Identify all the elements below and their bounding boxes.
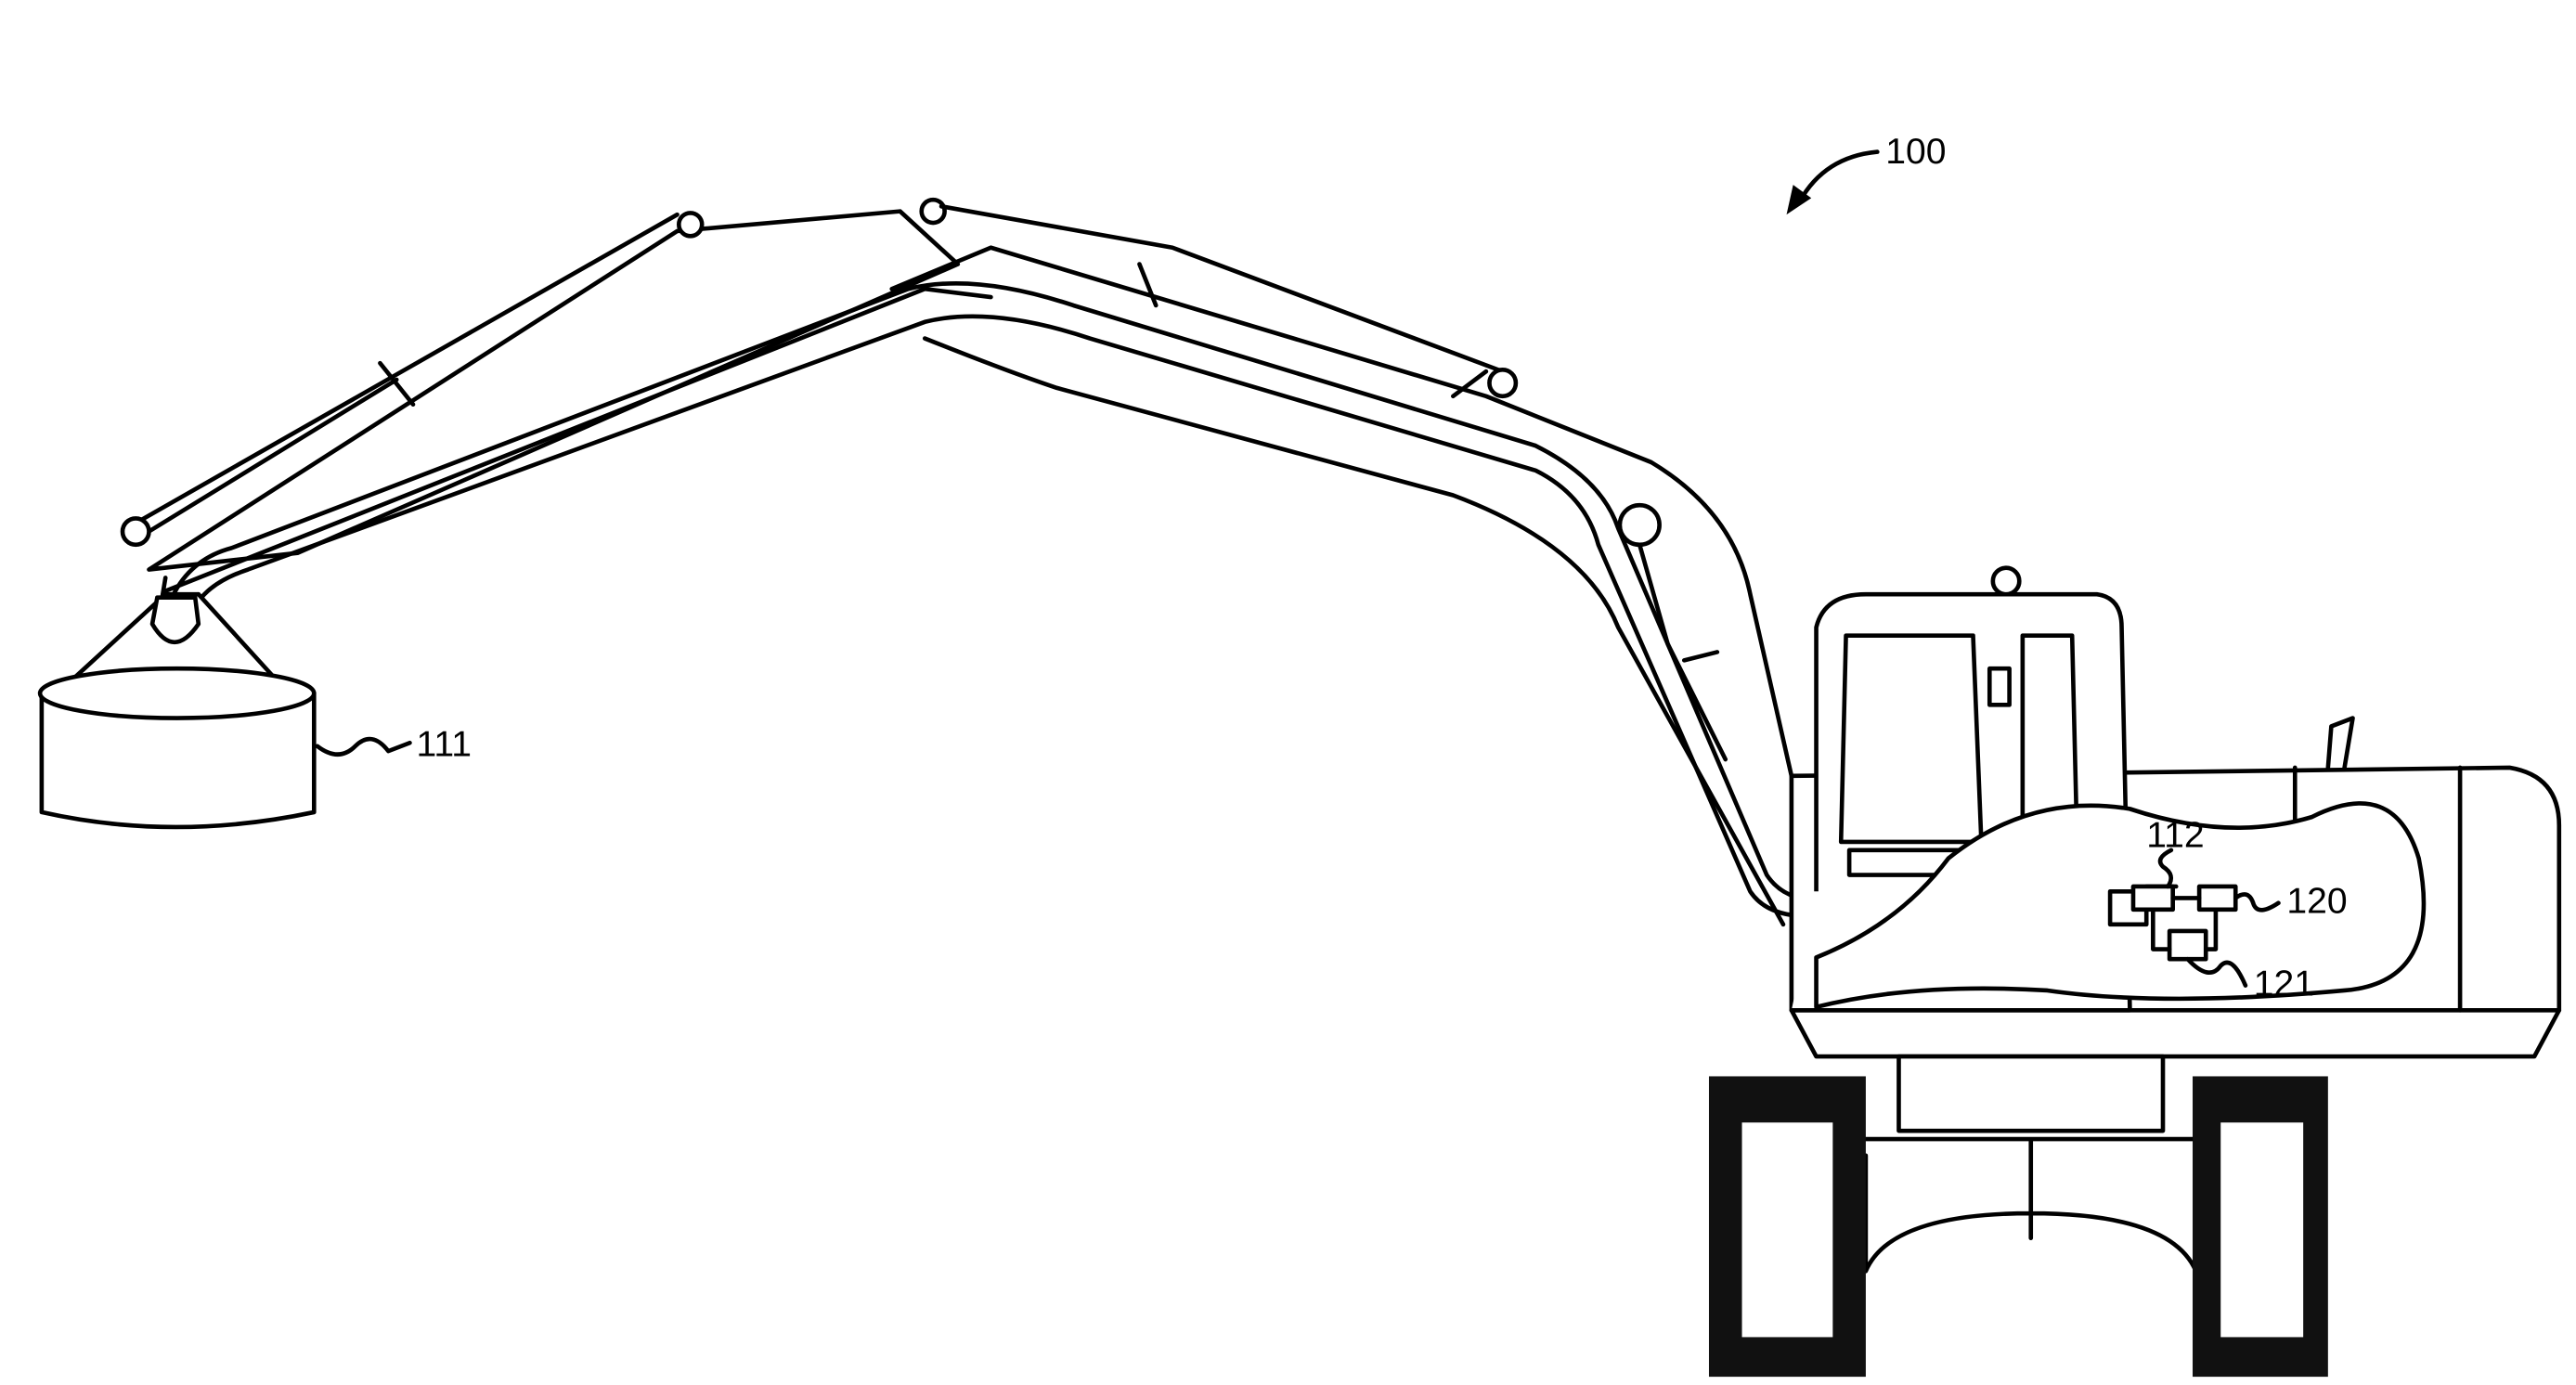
leader-111 <box>315 736 412 757</box>
control-circuit <box>2107 848 2281 988</box>
label-120: 120 <box>2286 881 2347 921</box>
upper-structure <box>1789 565 2562 1059</box>
label-111: 111 <box>417 724 472 764</box>
label-121: 121 <box>2254 964 2314 1003</box>
boom <box>889 203 1794 927</box>
undercarriage <box>1708 1054 2328 1378</box>
label-100: 100 <box>1885 132 1946 172</box>
leader-100 <box>1797 149 1880 204</box>
arrowhead-100 <box>1786 185 1812 215</box>
stick-arm <box>120 197 993 593</box>
lifting-magnet <box>37 591 317 830</box>
label-112: 112 <box>2146 815 2204 855</box>
